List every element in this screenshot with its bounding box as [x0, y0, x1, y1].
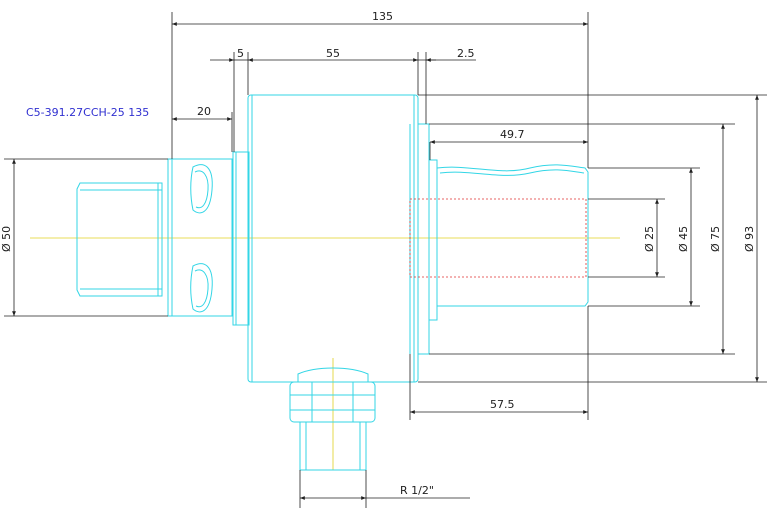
label-overall-length: 135	[372, 10, 393, 23]
extension-lines	[4, 12, 767, 508]
label-shank-length: 20	[197, 105, 211, 118]
sleeve	[436, 164, 589, 307]
flange	[232, 151, 250, 326]
label-gap: 2.5	[457, 47, 475, 60]
drive-slot-upper	[190, 164, 213, 214]
label-thread: R 1/2"	[400, 484, 434, 497]
part-label: C5-391.27CCH-25 135	[26, 106, 149, 119]
label-body-diameter: Ø 75	[709, 226, 722, 252]
label-flange: 5	[237, 47, 244, 60]
main-body	[247, 94, 419, 383]
shank-collar	[167, 158, 233, 317]
front-ring	[417, 123, 430, 355]
centerlines	[30, 237, 620, 470]
label-sleeve-length: 49.7	[500, 128, 525, 141]
coolant-hex-nut	[289, 381, 376, 423]
shank-taper	[76, 182, 163, 297]
label-shank-diameter: Ø 50	[0, 226, 13, 252]
sleeve-flange	[428, 159, 438, 321]
drive-slot-lower	[190, 263, 213, 313]
tool-holder-geometry	[76, 94, 589, 471]
dimension-lines	[12, 22, 759, 500]
label-projection: 57.5	[490, 398, 515, 411]
label-bore-diameter: Ø 25	[643, 226, 656, 252]
label-sleeve-diameter: Ø 45	[677, 226, 690, 252]
label-body-length: 55	[326, 47, 340, 60]
coolant-thread	[299, 421, 367, 471]
hidden-bore	[409, 198, 587, 278]
label-outer-diameter: Ø 93	[743, 226, 756, 252]
